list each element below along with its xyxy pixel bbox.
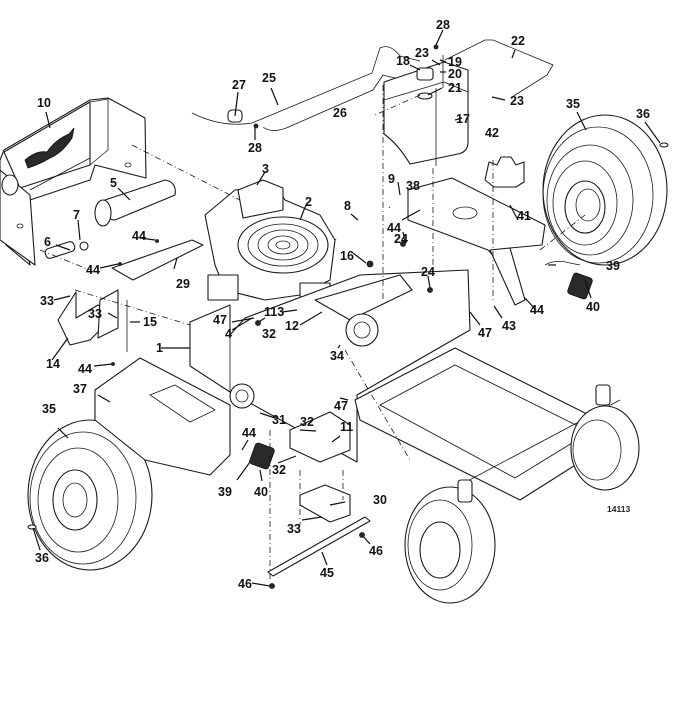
callout-41: 41: [517, 209, 531, 223]
mount-plate: [299, 484, 351, 523]
callout-47-right: 47: [478, 326, 492, 340]
callout-7: 7: [73, 208, 80, 222]
callout-35-left: 35: [42, 402, 56, 416]
callout-42: 42: [485, 126, 499, 140]
callout-23-right: 23: [510, 94, 524, 108]
callout-17: 17: [456, 112, 470, 126]
callout-36-right: 36: [636, 107, 650, 121]
callout-12: 12: [285, 319, 299, 333]
fuel-lines: [191, 39, 554, 131]
callout-22: 22: [511, 34, 525, 48]
callout-leaders: [32, 29, 661, 587]
strap: [267, 516, 371, 577]
callout-2: 2: [305, 195, 312, 209]
seat-support-panel: [407, 177, 546, 306]
callout-33-left: 33: [40, 294, 54, 308]
callout-40-left: 40: [254, 485, 268, 499]
callout-38: 38: [406, 179, 420, 193]
caster-wheel-front: [404, 479, 496, 604]
hardware-fasteners: [111, 239, 433, 589]
engine: [204, 179, 336, 306]
callout-33-lower: 33: [287, 522, 301, 536]
callout-30: 30: [373, 493, 387, 507]
foot-pad-left: [249, 442, 275, 470]
callout-44-platform: 44: [78, 362, 92, 376]
exhaust-nut: [79, 241, 89, 251]
callout-28-filter: 28: [248, 141, 262, 155]
callout-27: 27: [232, 78, 246, 92]
valve-stem: [27, 524, 37, 530]
callout-34: 34: [330, 349, 344, 363]
callout-4: 4: [225, 327, 232, 341]
callout-21: 21: [448, 81, 462, 95]
callout-44-shield: 44: [86, 263, 100, 277]
callout-113: 113: [264, 305, 284, 319]
cup-holder: [484, 156, 525, 188]
callout-18: 18: [396, 54, 410, 68]
callout-11: 11: [340, 420, 353, 434]
callout-46-lower: 46: [238, 577, 252, 591]
callout-25: 25: [262, 71, 276, 85]
callout-8: 8: [344, 199, 351, 213]
callout-14: 14: [46, 357, 60, 371]
rear-hood-shroud: [0, 97, 147, 266]
callout-39-left: 39: [218, 485, 232, 499]
callout-32-lower: 32: [272, 463, 286, 477]
callout-37: 37: [73, 382, 87, 396]
callout-47-lower: 47: [334, 399, 348, 413]
side-cover: [94, 357, 231, 476]
callout-32-upper: 32: [262, 327, 276, 341]
callout-26: 26: [333, 106, 347, 120]
callout-33-mid: 33: [88, 307, 102, 321]
callout-16: 16: [340, 249, 354, 263]
foot-platform: [57, 289, 128, 352]
rear-tire-left: [27, 419, 153, 571]
valve-stem: [659, 142, 669, 148]
figure-number: 14113: [607, 504, 630, 514]
callout-3: 3: [262, 162, 269, 176]
callout-44-panel: 44: [387, 221, 401, 235]
callout-19: 19: [448, 55, 462, 69]
callout-5: 5: [110, 176, 117, 190]
wheel-hub: [229, 383, 255, 409]
callout-45: 45: [320, 566, 334, 580]
callout-39-right: 39: [606, 259, 620, 273]
callout-23-upper: 23: [415, 46, 429, 60]
callout-35-right: 35: [566, 97, 580, 111]
callout-44-lower: 44: [242, 426, 256, 440]
assembly-guides: [39, 85, 586, 580]
callout-47-upper: 47: [213, 313, 227, 327]
callout-10: 10: [37, 96, 51, 110]
rear-tire-right: [542, 114, 669, 266]
plate: [289, 411, 351, 463]
callout-40-right: 40: [586, 300, 600, 314]
grasshopper-logo: [24, 127, 75, 169]
callout-15: 15: [143, 315, 157, 329]
callout-1: 1: [156, 341, 163, 355]
callout-9: 9: [388, 172, 395, 186]
callout-20: 20: [448, 67, 462, 81]
heat-shield: [111, 239, 204, 281]
callout-43: 43: [502, 319, 516, 333]
caster-wheel-rear: [570, 384, 640, 491]
callout-labels: 10 27 25 26 28 28 23 23 18 19 20 21 22 1…: [35, 18, 650, 591]
callout-6: 6: [44, 235, 51, 249]
callout-44-muffler: 44: [132, 229, 146, 243]
engine-deck: [189, 269, 471, 463]
callout-36-left: 36: [35, 551, 49, 565]
foot-pad-right: [567, 272, 593, 300]
callout-46-right: 46: [369, 544, 383, 558]
callout-32-mid: 32: [300, 415, 314, 429]
callout-28-tank: 28: [436, 18, 450, 32]
callout-31: 31: [272, 413, 286, 427]
fuel-cap: [416, 67, 434, 81]
callout-29: 29: [176, 277, 190, 291]
callout-44-bracket: 44: [530, 303, 544, 317]
callout-24-lower: 24: [421, 265, 435, 279]
